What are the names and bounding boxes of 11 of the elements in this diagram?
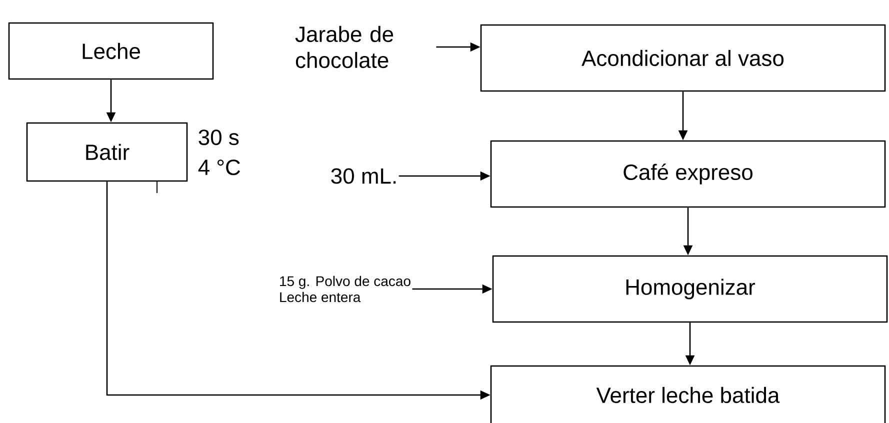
process-box: Acondicionar al vaso (480, 24, 886, 92)
input-text: 30 mL. (331, 168, 396, 184)
step-condition: 30 s (198, 130, 239, 146)
process-box: Café expreso (490, 140, 886, 208)
step-condition: 4 °C (198, 160, 240, 176)
input-text: Jarabe de chocolate (295, 26, 394, 68)
process-box: Batir (26, 122, 188, 182)
input-text: 15 g. Polvo de cacao Leche entera (280, 276, 410, 302)
process-box: Homogenizar (492, 255, 888, 323)
process-box: Leche (8, 22, 214, 80)
process-box: Verter leche batida (490, 365, 886, 423)
